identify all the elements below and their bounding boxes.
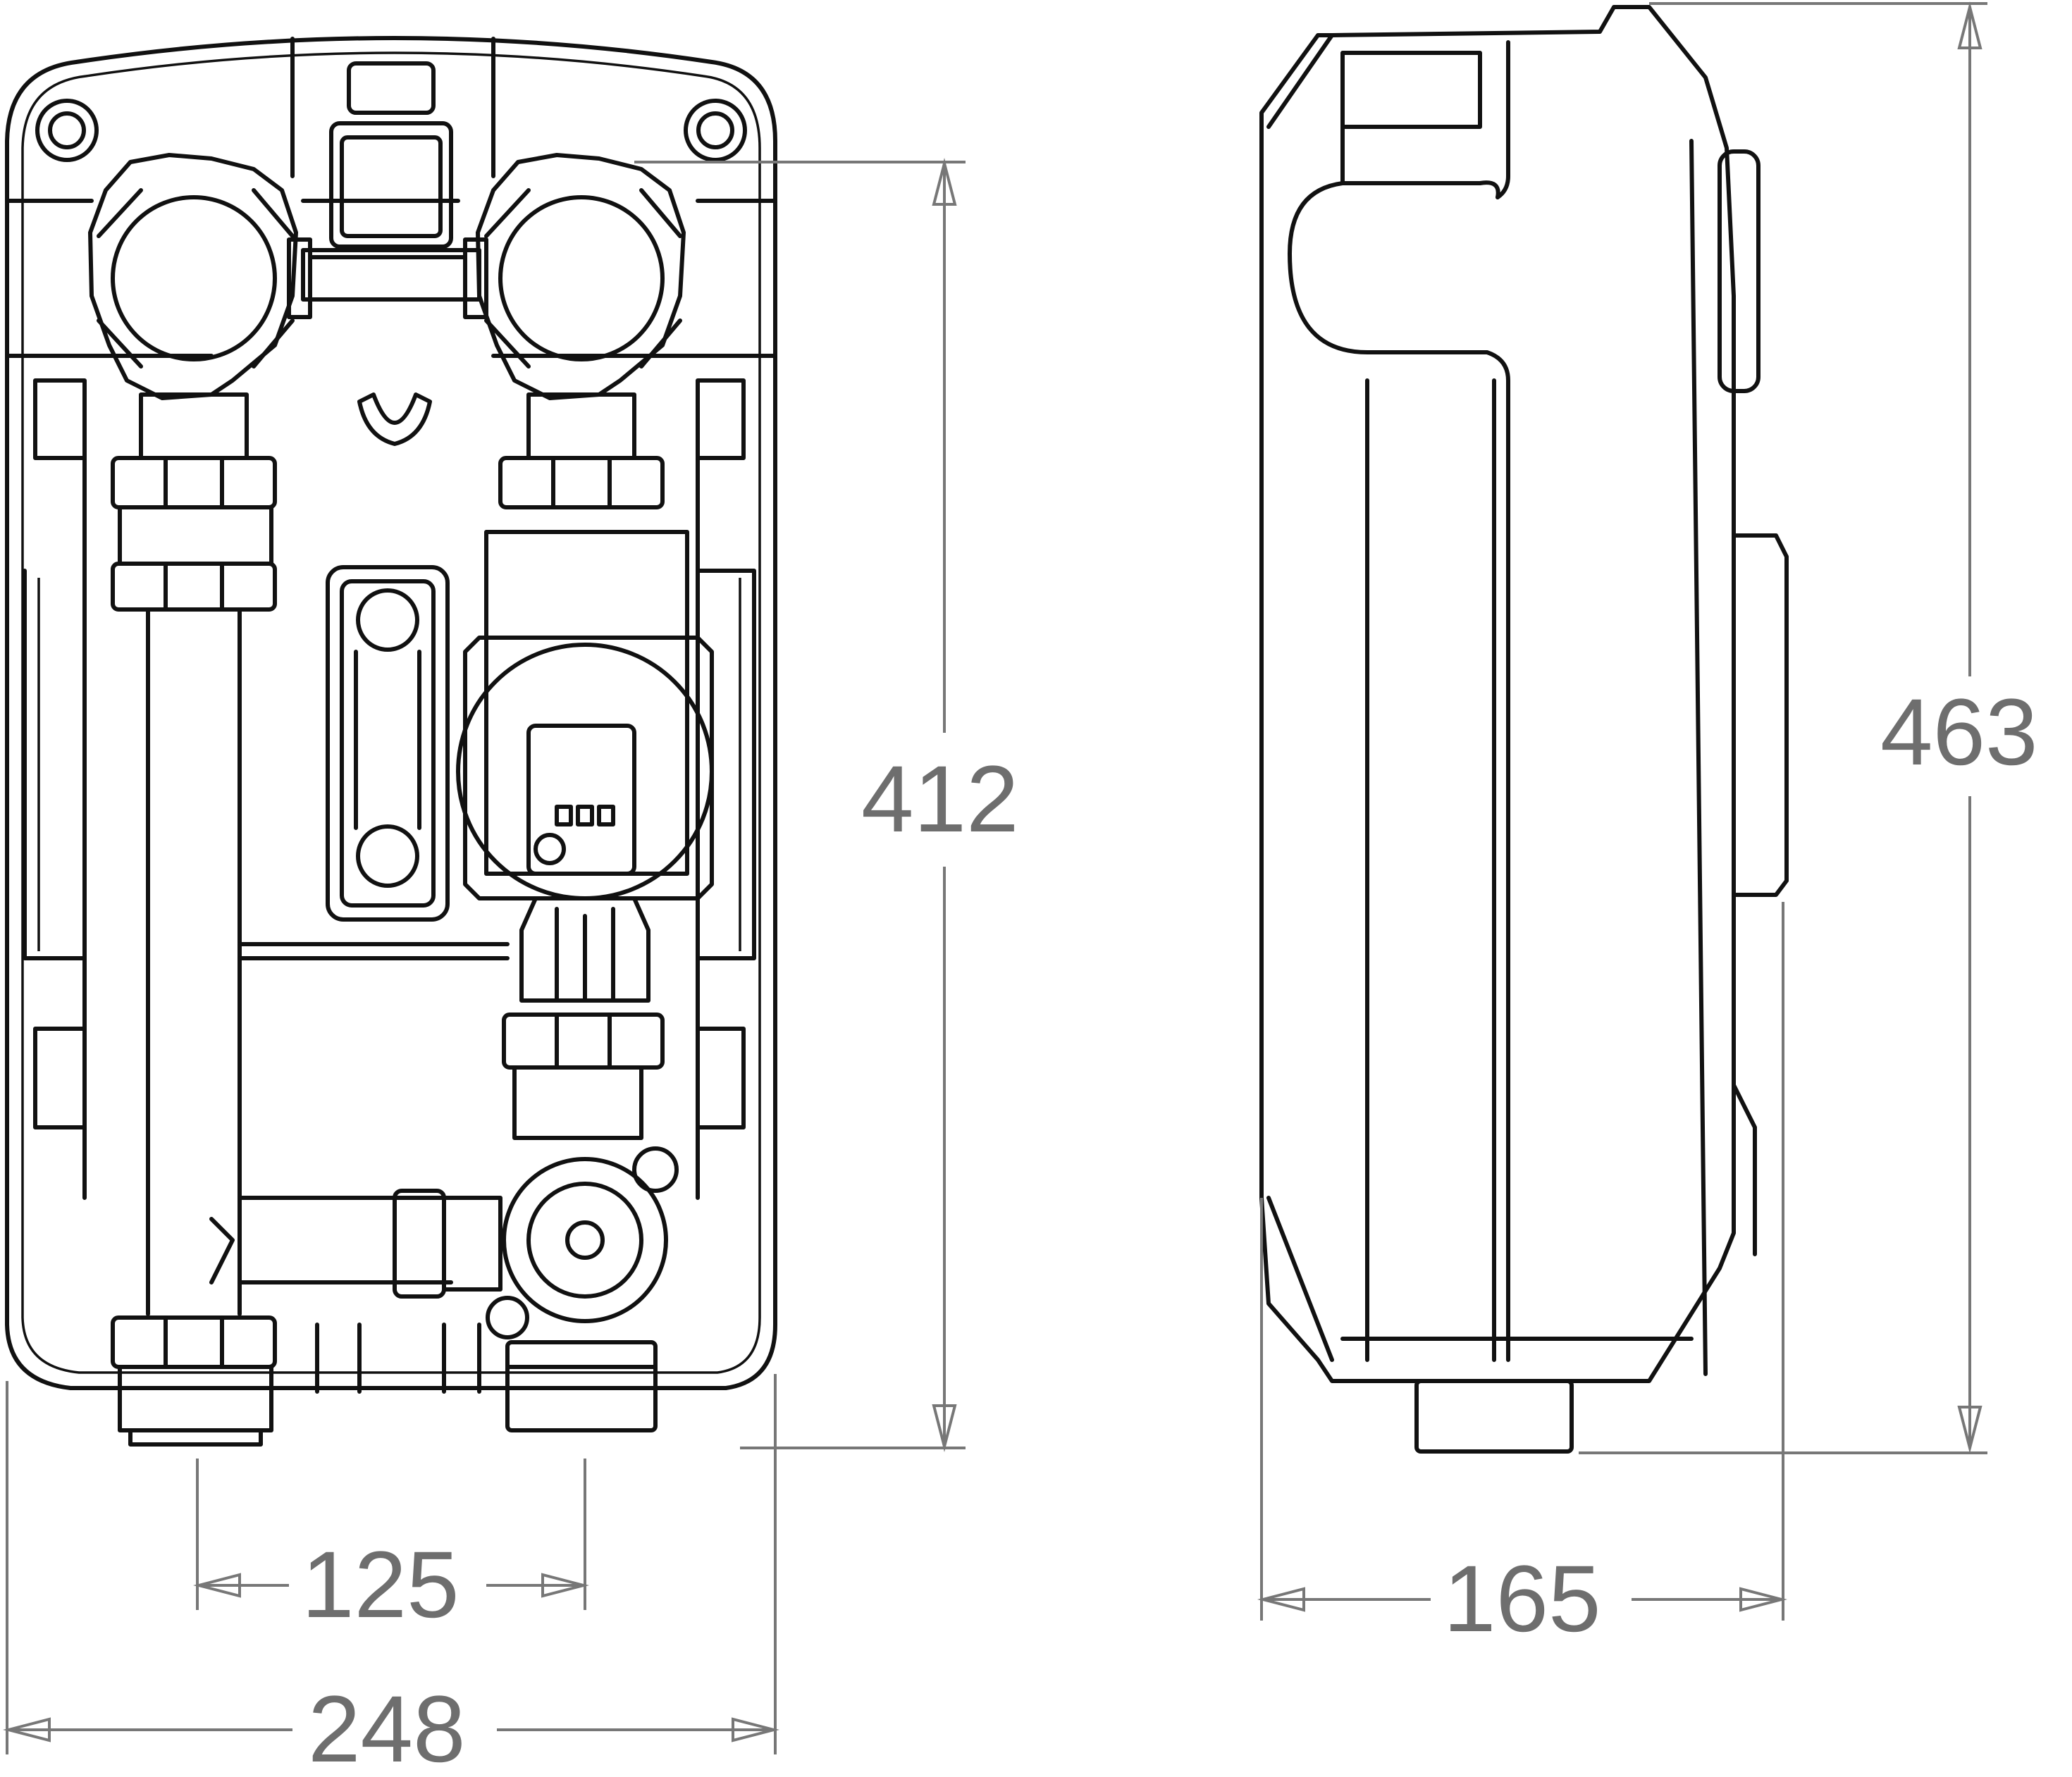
- mounting-hole-right: [684, 99, 747, 162]
- flow-pipe-left: [146, 607, 242, 1316]
- front-view: [5, 36, 777, 1447]
- front-housing-outline: [5, 36, 777, 1390]
- dimension-lines: 412 463 125 248 165: [3, 1, 2038, 1777]
- union-nut-left-upper: [111, 456, 277, 509]
- side-bottom-connector: [1414, 1379, 1574, 1454]
- mounting-hole-left: [35, 99, 99, 162]
- connector-bottom-right: [505, 1340, 658, 1432]
- side-housing-outline: [1259, 5, 1736, 1383]
- dim-label-412: 412: [861, 747, 1019, 852]
- side-view: [1259, 5, 1789, 1454]
- connector-bottom-left: [111, 1315, 277, 1369]
- union-nut-right-upper: [498, 456, 665, 509]
- dim-label-165: 165: [1443, 1547, 1601, 1652]
- pump-motor-head: [456, 643, 714, 900]
- flow-meter: [326, 565, 450, 922]
- circulation-pump: [456, 530, 714, 1003]
- dim-label-248: 248: [308, 1677, 466, 1777]
- dim-label-463: 463: [1880, 680, 2038, 785]
- return-valve: [442, 1146, 679, 1339]
- ball-valve-right: [463, 153, 686, 460]
- dim-label-125: 125: [302, 1533, 460, 1637]
- ball-valve-left: [88, 153, 312, 460]
